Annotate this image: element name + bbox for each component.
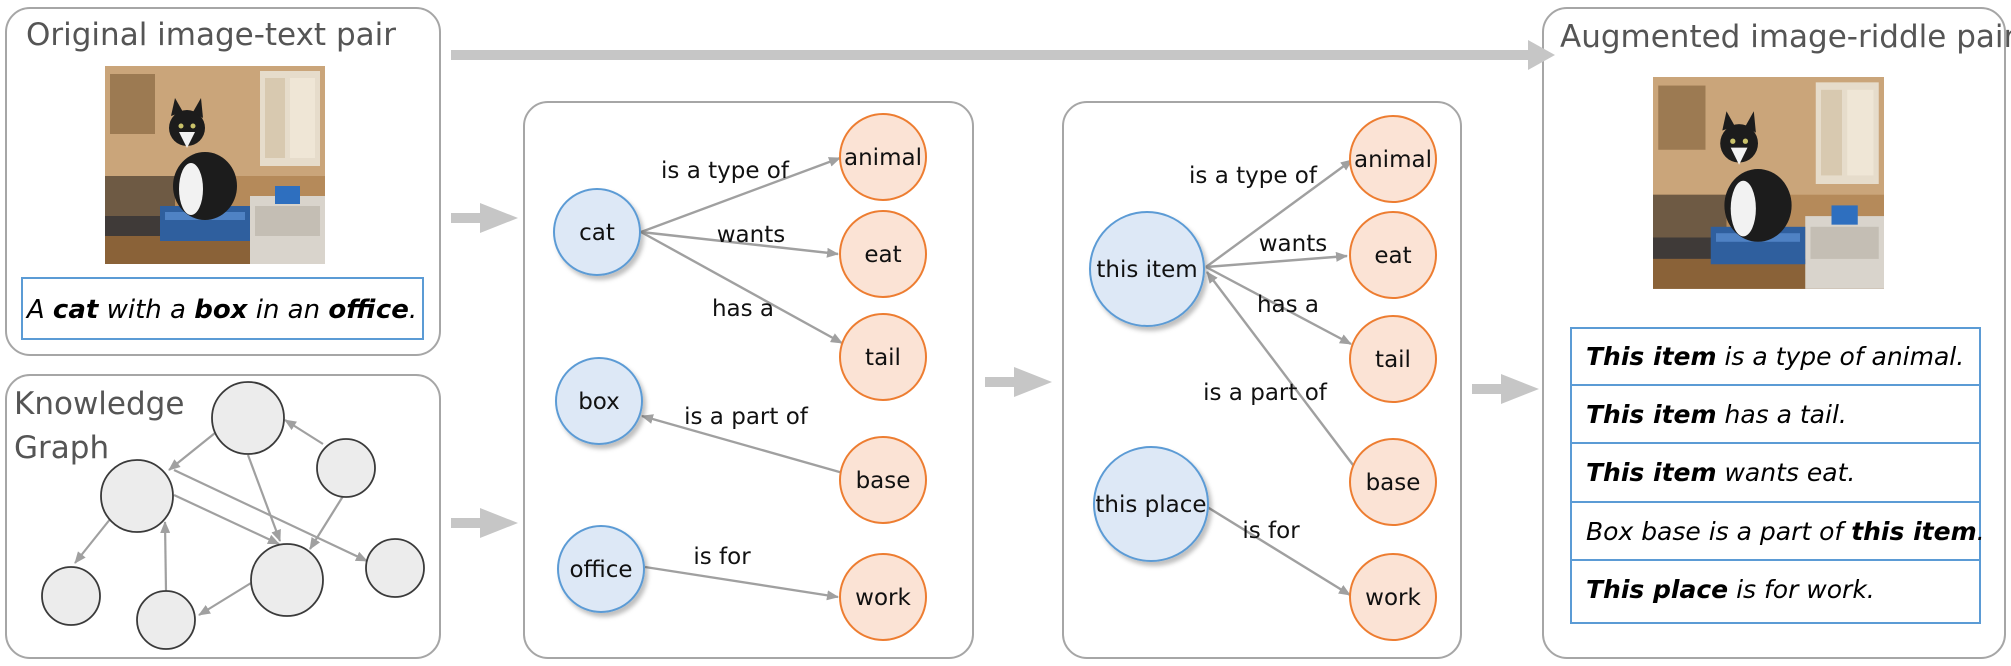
kg-node [316,438,376,498]
kg-node [41,566,101,626]
kg-nodes [41,381,425,650]
kg-node [211,381,285,455]
node-base-2-label: base [1366,470,1421,496]
caption-text: A cat with a box in an office. [25,295,417,325]
node-this-item [1089,211,1205,327]
kg-edges [74,419,368,616]
node-base-2 [1349,438,1437,526]
node-this-place-label: this place [1095,492,1206,518]
node-base-label: base [856,468,911,494]
node-work-2-label: work [1365,585,1421,611]
original-pair-title: Original image-text pair [26,17,396,53]
node-work-label: work [855,585,911,611]
flow-arrow-top [451,50,1531,60]
node-tail-label: tail [865,345,901,371]
graph1-nodes [553,113,927,641]
riddle-item: This item wants eat. [1586,458,1855,487]
kg-node [100,459,174,533]
kg-node [136,590,196,650]
flow-arrow-graph-to-riddle-graph [1014,367,1052,397]
node-this-item-label: this item [1096,257,1197,283]
node-cat [553,188,641,276]
flow-arrow-to-augmented [1501,374,1539,404]
caption-box [21,277,424,340]
kg-node [250,543,324,617]
flow-arrow-top-head [1528,40,1555,70]
node-tail-2-label: tail [1375,347,1411,373]
node-animal-label: animal [844,145,922,171]
graph2-edges [1203,159,1354,597]
graph2-edge-label-for: is for [1242,518,1300,544]
node-eat-2-label: eat [1374,243,1411,269]
flow-arrow-kg-to-graph [480,508,518,538]
flow-arrows [451,40,1555,538]
riddle-list [1570,327,1981,624]
augmented-title: Augmented image-riddle pairs [1560,19,2011,55]
node-cat-label: cat [579,220,615,246]
node-office-label: office [569,557,632,583]
riddle-item: This item is a type of animal. [1586,342,1964,371]
node-eat-2 [1349,211,1437,299]
node-work-2 [1349,553,1437,641]
node-box-label: box [578,389,620,415]
graph2-edge-label-has: has a [1257,292,1319,318]
node-tail [839,313,927,401]
graph1-edge-label-for: is for [693,544,751,570]
node-base [839,436,927,524]
flow-arrow-original-to-graph [480,203,518,233]
node-eat-label: eat [864,242,901,268]
kg-node [365,538,425,598]
kg-title-line1: Knowledge [14,386,184,422]
graph1-edge-label-has: has a [712,296,774,322]
graph2-edge-label-wants: wants [1259,231,1327,257]
graph1-edge-label-wants: wants [717,222,785,248]
node-box [555,357,643,445]
graph1-edge-label-part: is a part of [684,404,809,430]
node-animal-2-label: animal [1354,147,1432,173]
cat-photo [105,66,325,264]
cat-photo-augmented [1653,77,1884,289]
node-animal [839,113,927,201]
node-animal-2 [1349,115,1437,203]
riddle-item: Box base is a part of this item. [1586,517,1985,546]
riddle-item: This item has a tail. [1586,400,1847,429]
graph2-edge-label-type: is a type of [1189,163,1318,189]
graph1-edges [640,156,844,601]
graph2-edge-label-part: is a part of [1203,380,1328,406]
riddle-item: This place is for work. [1586,575,1875,604]
node-this-place [1093,446,1209,562]
node-eat [839,210,927,298]
node-work [839,553,927,641]
node-tail-2 [1349,315,1437,403]
graph1-edge-label-type: is a type of [661,158,790,184]
graph2-nodes [1089,115,1437,641]
kg-title-line2: Graph [14,430,109,466]
node-office [557,525,645,613]
